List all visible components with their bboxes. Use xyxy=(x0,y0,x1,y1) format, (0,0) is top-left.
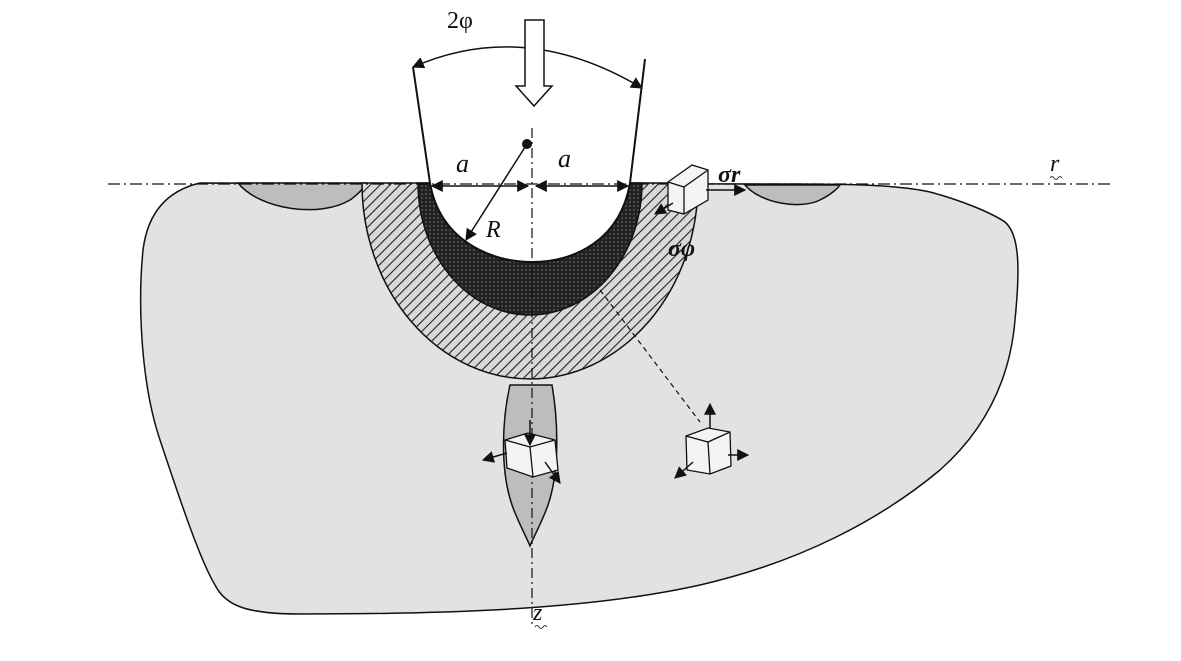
load-arrow xyxy=(514,19,554,108)
angle-label: 2φ xyxy=(447,8,473,34)
dimension-a-left-label: a xyxy=(456,149,469,178)
sigma-r-label: σr xyxy=(718,162,741,188)
bulk-stress-cube xyxy=(674,402,750,479)
z-axis-label: z xyxy=(532,600,543,626)
radius-line xyxy=(465,143,528,242)
specimen-body xyxy=(139,182,1019,615)
radius-label: R xyxy=(485,217,501,243)
r-label-squiggle xyxy=(1049,176,1063,180)
dimension-a-right-label: a xyxy=(558,144,571,173)
surface-stress-cube xyxy=(653,164,747,215)
sigma-phi-label: σφ xyxy=(668,236,695,262)
leader-line xyxy=(599,289,701,423)
r-axis-label: r xyxy=(1050,151,1060,177)
median-stress-cube xyxy=(481,420,561,484)
surface-crack-right xyxy=(743,184,842,206)
z-label-squiggle xyxy=(534,625,548,629)
